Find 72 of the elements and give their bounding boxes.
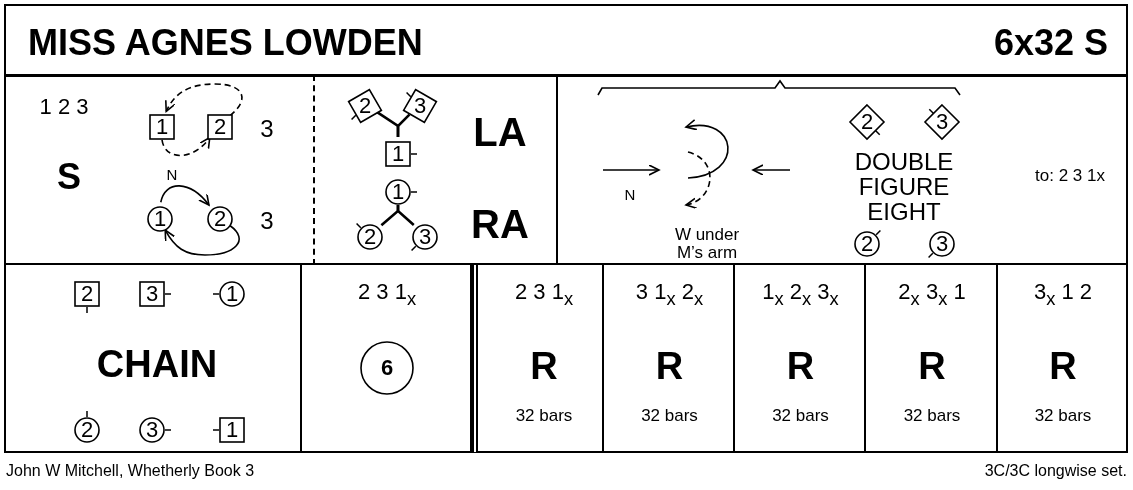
position-text: 3 (260, 208, 274, 234)
movement-arrow (161, 136, 211, 157)
position-text: 1 2 3 (39, 95, 89, 119)
dance-panel (866, 265, 998, 453)
dance-panel (998, 265, 1128, 453)
dancer-number: 1 (391, 180, 405, 204)
position-text: 3 1$_{x}$ 2$_{x}$ (635, 280, 704, 308)
set-type-note: 3C/3C longwise set. (984, 463, 1127, 480)
position-text: 2 3 1$_{x}$ (514, 280, 574, 308)
position-text: 2$_{x}$ 3$_{x}$ 1 (898, 280, 966, 308)
instruction-text: 32 bars (903, 407, 961, 425)
dance-panel (604, 265, 735, 453)
instruction-text: N (624, 187, 636, 203)
figure-name: R (1049, 347, 1077, 387)
position-text: 1$_{x}$ 2$_{x}$ 3$_{x}$ (762, 280, 839, 308)
position-text: 3 (260, 116, 274, 142)
source-note: John W Mitchell, Whetherly Book 3 (6, 463, 255, 480)
dancer-number: 2 (80, 418, 94, 442)
hand-hold-line (396, 205, 415, 226)
dancer-number: 3 (145, 282, 159, 306)
dance-panel (556, 75, 1128, 265)
position-text: 3$_{x}$ 1 2 (1033, 280, 1093, 308)
figure-name: R (530, 347, 558, 387)
dancer-number: 6 (380, 356, 394, 380)
set-format-label: 6x32 S (993, 24, 1108, 62)
dancer-number: 3 (413, 94, 427, 118)
dance-panel (735, 265, 866, 453)
figure-name: CHAIN (96, 345, 218, 385)
instruction-text: 32 bars (1034, 407, 1092, 425)
dancer-number: 1 (155, 115, 169, 139)
dance-panel (302, 265, 472, 453)
circle-marker (358, 339, 416, 397)
figure-name: RA (471, 203, 529, 245)
movement-arrow (164, 224, 240, 256)
dancer-number: 1 (225, 282, 239, 306)
dancer-number: 2 (363, 225, 377, 249)
figure-name: R (655, 347, 684, 387)
dancer-number: 2 (213, 115, 227, 139)
instruction-text: 32 bars (515, 407, 573, 425)
dancer-number: 3 (145, 418, 159, 442)
instruction-text: N (166, 167, 178, 183)
instruction-text: 32 bars (772, 407, 829, 425)
position-text: 2 3 1$_{x}$ (357, 280, 417, 308)
figure-name: R (918, 347, 946, 387)
dancer-number: 3 (935, 110, 949, 134)
instruction-text: 32 bars (641, 407, 698, 425)
dancer-number: 2 (213, 207, 227, 231)
instruction-text: W under M’s arm (673, 226, 741, 262)
dancer-number: 2 (860, 110, 874, 134)
title: MISS AGNES LOWDEN (28, 24, 423, 62)
dancer-diamond (847, 102, 887, 142)
dancer-number: 3 (935, 232, 949, 256)
dancer-number: 2 (80, 282, 94, 306)
dancer-number: 2 (358, 94, 372, 118)
movement-arrow (160, 185, 210, 206)
figure-name: LA (473, 111, 527, 153)
hand-hold-line (396, 113, 411, 137)
dancer-number: 1 (225, 418, 239, 442)
dancer-number: 1 (153, 207, 167, 231)
dancer-diamond (922, 102, 962, 142)
dancer-number: 2 (860, 232, 874, 256)
dance-panel (4, 75, 315, 265)
figure-name: R (786, 347, 815, 387)
figure-name: S (57, 158, 81, 196)
instruction-text: to: 2 3 1x (1035, 167, 1105, 185)
dance-panel (315, 75, 556, 265)
dance-panel (472, 265, 604, 453)
dancer-number: 3 (418, 225, 432, 249)
movement-arrow (165, 83, 243, 117)
dancer-number: 1 (391, 142, 405, 166)
position-text: DOUBLE FIGURE EIGHT (853, 149, 955, 225)
dance-panel (4, 265, 302, 453)
